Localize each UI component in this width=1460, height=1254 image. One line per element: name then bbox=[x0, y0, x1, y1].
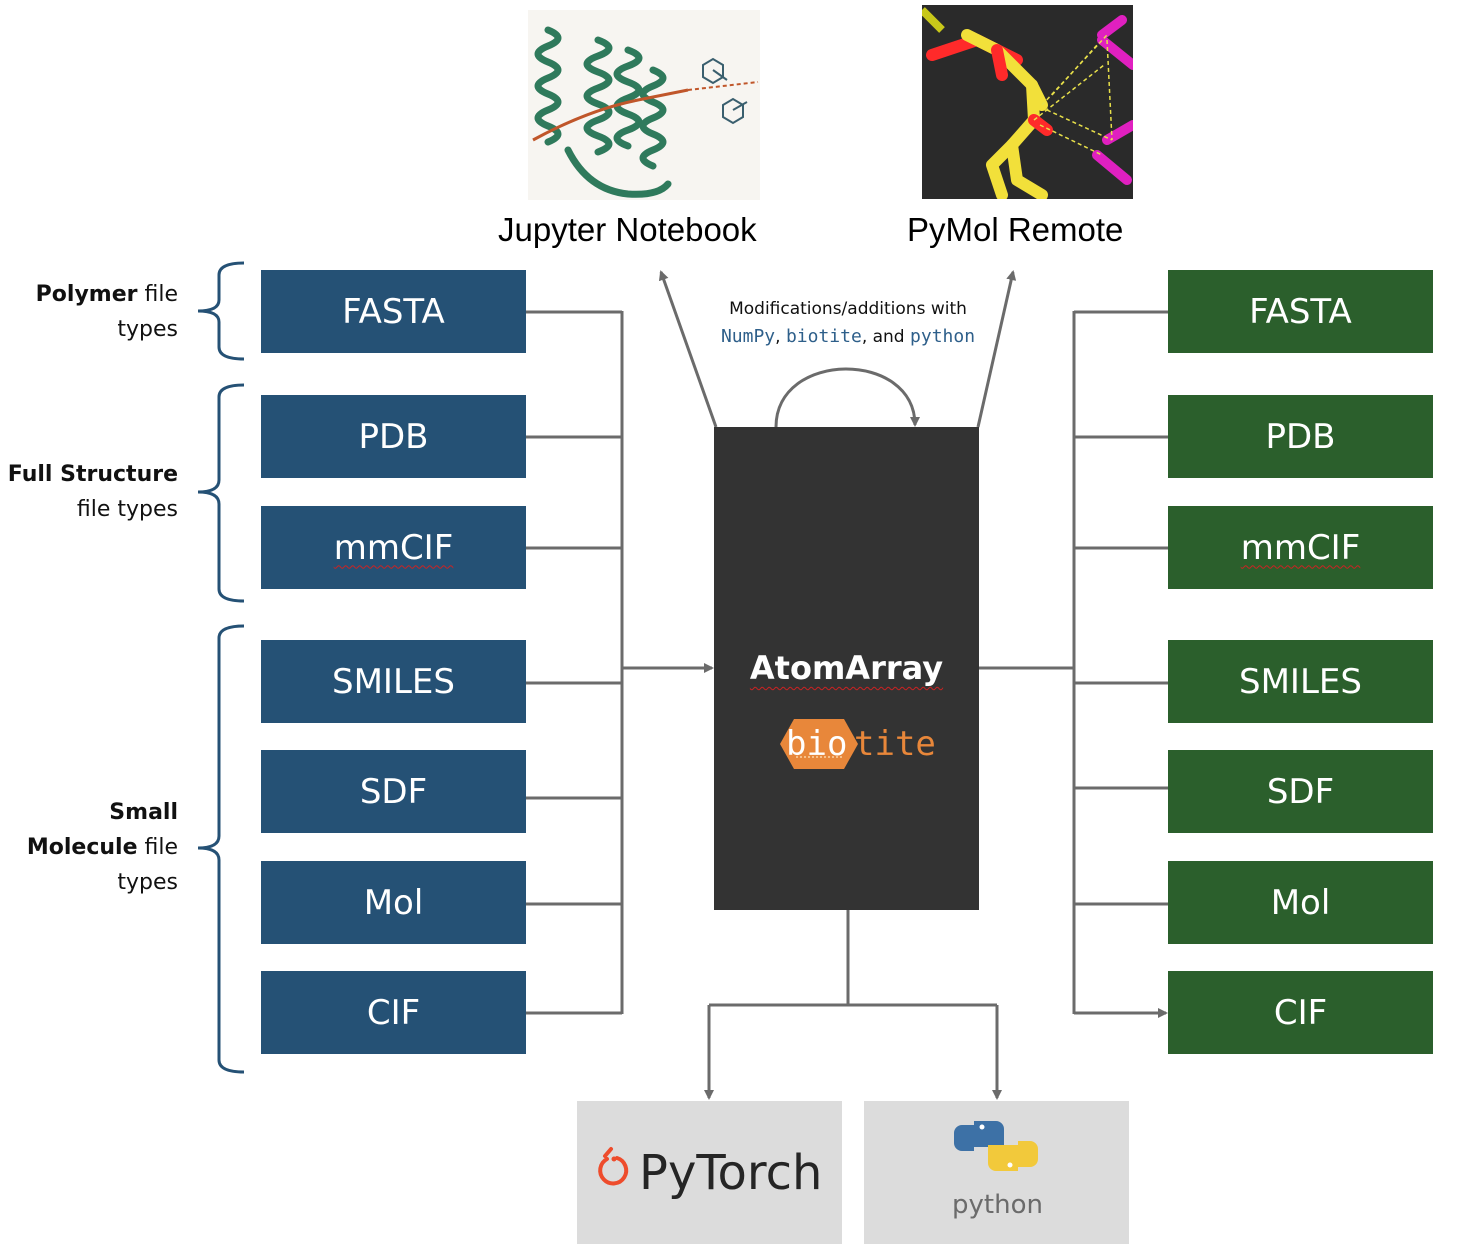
output-pdb-label: PDB bbox=[1265, 416, 1336, 457]
python-logo-icon bbox=[954, 1121, 1038, 1171]
python-box: python bbox=[864, 1101, 1129, 1244]
input-pdb-box: PDB bbox=[261, 395, 526, 478]
group-polymer-rest: file bbox=[137, 282, 178, 307]
pytorch-flame-icon bbox=[598, 1147, 629, 1186]
input-pdb-label: PDB bbox=[358, 416, 429, 457]
input-cif-label: CIF bbox=[366, 992, 421, 1033]
input-mmcif-box: mmCIF bbox=[261, 506, 526, 589]
python-label: python bbox=[910, 326, 976, 347]
biotite-logo-icon: bio tite bbox=[780, 719, 936, 769]
pytorch-box: PyTorch bbox=[577, 1101, 842, 1244]
atomarray-label: AtomArray bbox=[749, 649, 944, 687]
input-smiles-label: SMILES bbox=[332, 661, 455, 702]
output-mol-box: Mol bbox=[1168, 861, 1433, 944]
group-small-rest: file bbox=[137, 835, 178, 860]
output-sdf-box: SDF bbox=[1168, 750, 1433, 833]
input-smiles-box: SMILES bbox=[261, 640, 526, 723]
group-small-line3: types bbox=[117, 870, 178, 895]
output-mmcif-box: mmCIF bbox=[1168, 506, 1433, 589]
input-mol-box: Mol bbox=[261, 861, 526, 944]
group-full-structure-bold: Full Structure bbox=[7, 462, 178, 487]
modification-note-libs: NumPy, biotite, and python bbox=[690, 323, 1006, 351]
pytorch-label: PyTorch bbox=[639, 1145, 822, 1201]
sep-2: , and bbox=[861, 327, 911, 347]
output-mmcif-label: mmCIF bbox=[1240, 527, 1361, 568]
jupyter-caption: Jupyter Notebook bbox=[498, 211, 757, 248]
input-fasta-label: FASTA bbox=[342, 291, 445, 332]
input-mol-label: Mol bbox=[363, 882, 424, 923]
output-fasta-box: FASTA bbox=[1168, 270, 1433, 353]
output-pdb-box: PDB bbox=[1168, 395, 1433, 478]
output-smiles-label: SMILES bbox=[1239, 661, 1362, 702]
input-sdf-label: SDF bbox=[359, 771, 428, 812]
biotite-label: biotite bbox=[785, 326, 862, 347]
output-smiles-box: SMILES bbox=[1168, 640, 1433, 723]
sep-1: , bbox=[775, 327, 786, 347]
input-sdf-box: SDF bbox=[261, 750, 526, 833]
jupyter-protein-image bbox=[528, 10, 760, 200]
modification-note-prefix: Modifications/additions with bbox=[729, 299, 967, 319]
output-sdf-label: SDF bbox=[1266, 771, 1335, 812]
output-mol-label: Mol bbox=[1270, 882, 1331, 923]
output-cif-label: CIF bbox=[1273, 992, 1328, 1033]
biotite-logo-bio: bio bbox=[786, 724, 847, 764]
group-label-polymer: Polymer file types bbox=[36, 277, 178, 347]
pymol-ligand-image bbox=[922, 5, 1133, 199]
group-label-small-molecule: Small Molecule file types bbox=[27, 795, 178, 900]
numpy-label: NumPy bbox=[720, 326, 776, 347]
input-mmcif-label: mmCIF bbox=[333, 527, 454, 568]
group-label-full-structure: Full Structure file types bbox=[8, 457, 178, 527]
pymol-caption: PyMol Remote bbox=[907, 211, 1124, 248]
python-label: python bbox=[952, 1190, 1043, 1220]
group-full-structure-line2: file types bbox=[76, 497, 178, 522]
group-molecule-bold: Molecule bbox=[26, 835, 138, 860]
biotite-logo-tite: tite bbox=[854, 724, 936, 764]
input-fasta-box: FASTA bbox=[261, 270, 526, 353]
group-polymer-line2: types bbox=[117, 317, 178, 342]
group-polymer-bold: Polymer bbox=[35, 282, 138, 307]
atomarray-box: AtomArray bio tite bbox=[714, 427, 979, 910]
output-cif-box: CIF bbox=[1168, 971, 1433, 1054]
modification-note: Modifications/additions with NumPy, biot… bbox=[690, 296, 1006, 351]
group-small-bold: Small bbox=[109, 800, 178, 825]
input-cif-box: CIF bbox=[261, 971, 526, 1054]
output-fasta-label: FASTA bbox=[1249, 291, 1352, 332]
